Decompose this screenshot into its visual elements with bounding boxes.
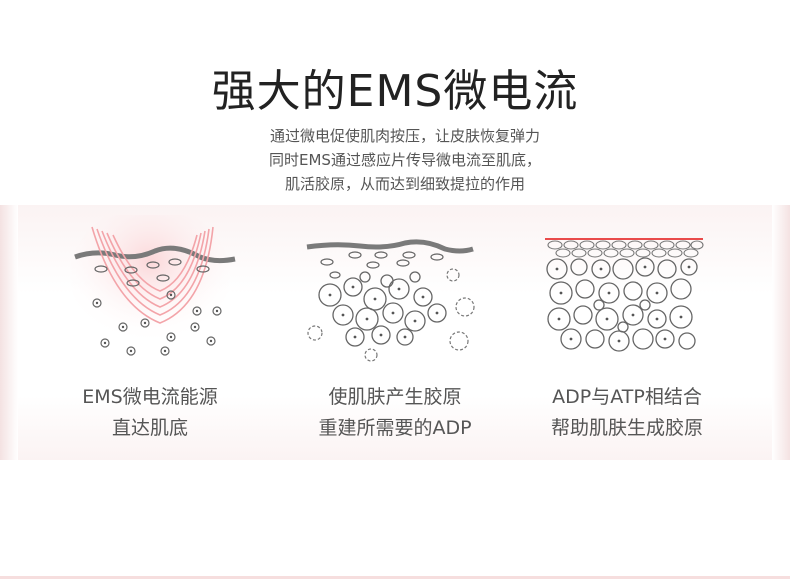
skin-surface-line bbox=[74, 245, 236, 264]
caption-adp-atp-line-2: 帮助肌肤生成胶原 bbox=[550, 417, 703, 439]
adp-dashed-cells bbox=[307, 268, 475, 362]
caption-collagen: 使肌肤产生胶原 重建所需要的ADP bbox=[275, 382, 515, 444]
description-line-1: 通过微电促使肌肉按压，让皮肤恢复弹力 bbox=[269, 127, 540, 145]
adp-atp-combined-cells-icon bbox=[545, 238, 704, 352]
combined-cells bbox=[546, 257, 698, 352]
collagen-adp-cells-icon bbox=[306, 239, 475, 362]
caption-adp-atp-line-1: ADP与ATP相结合 bbox=[552, 386, 702, 408]
caption-collagen-line-2: 重建所需要的ADP bbox=[318, 417, 472, 439]
collagen-adp-panel bbox=[275, 215, 515, 455]
surface-cells bbox=[94, 258, 210, 287]
adp-atp-panel bbox=[515, 215, 755, 455]
deep-cells bbox=[92, 290, 222, 356]
collagen-cells bbox=[318, 271, 447, 347]
current-waves bbox=[91, 226, 214, 324]
caption-ems: EMS微电流能源 直达肌底 bbox=[30, 382, 270, 444]
deep-cell-nuclei bbox=[95, 293, 219, 353]
ems-current-skin-icon bbox=[70, 215, 236, 356]
surface-cells bbox=[547, 240, 704, 258]
bottom-divider bbox=[0, 576, 790, 579]
description-line-2: 同时EMS通过感应片传导微电流至肌底， bbox=[269, 151, 541, 169]
description-line-3: 肌活胶原，从而达到细致提拉的作用 bbox=[284, 175, 525, 193]
skin-surface-line bbox=[306, 239, 474, 254]
caption-ems-line-1: EMS微电流能源 bbox=[82, 386, 218, 408]
page-title: 强大的EMS微电流 bbox=[211, 66, 579, 117]
combined-cell-nuclei bbox=[555, 265, 691, 343]
caption-adp-atp: ADP与ATP相结合 帮助肌肤生成胶原 bbox=[507, 382, 747, 444]
caption-collagen-line-1: 使肌肤产生胶原 bbox=[328, 386, 462, 408]
description: 通过微电促使肌肉按压，让皮肤恢复弹力 同时EMS通过感应片传导微电流至肌底， 肌… bbox=[0, 124, 790, 196]
collagen-cell-nuclei bbox=[328, 285, 439, 339]
glow-shape bbox=[70, 215, 230, 345]
band-edge-left bbox=[0, 205, 18, 460]
band-edge-right bbox=[772, 205, 790, 460]
ems-current-panel bbox=[35, 215, 275, 455]
caption-ems-line-2: 直达肌底 bbox=[111, 417, 188, 439]
surface-cells bbox=[320, 251, 444, 279]
